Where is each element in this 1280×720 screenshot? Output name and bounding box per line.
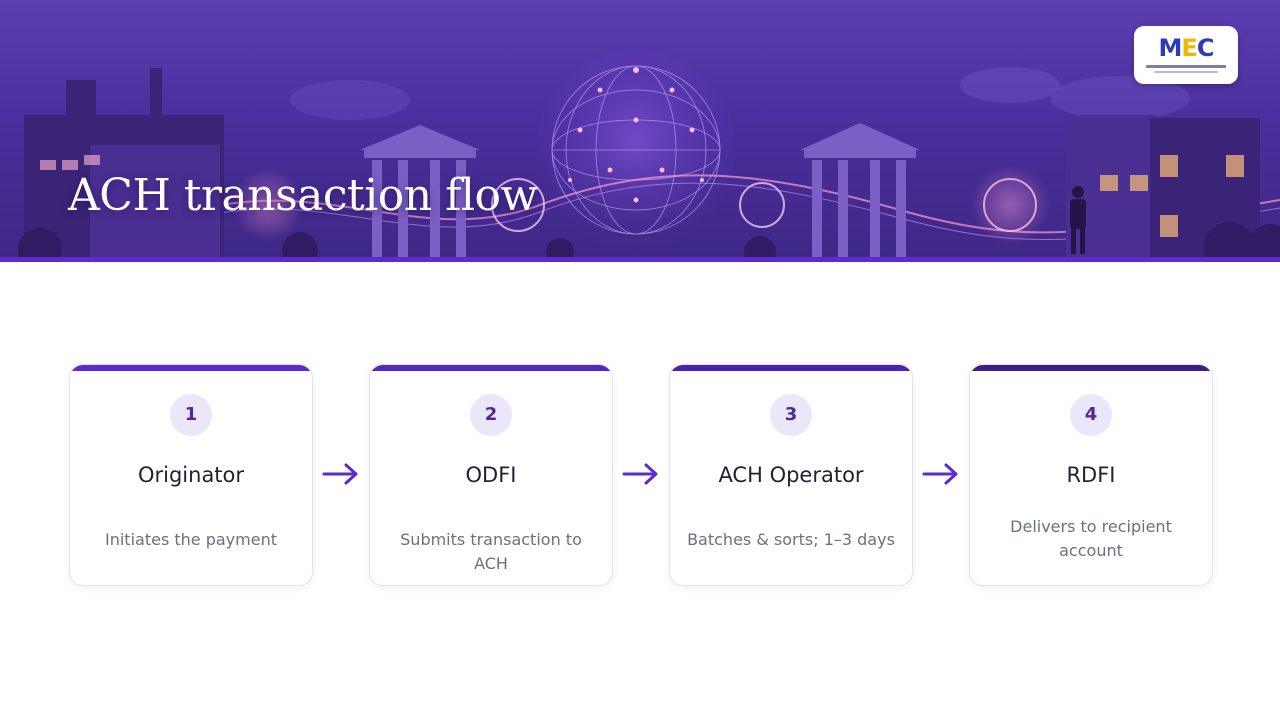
banner-illustration	[18, 50, 1280, 257]
page-title: ACH transaction flow	[68, 170, 538, 221]
step-description: Submits transaction to ACH	[400, 530, 582, 573]
logo-mark: MEC	[1158, 34, 1215, 62]
step-description: Delivers to recipient account	[1010, 517, 1172, 560]
step-number-badge: 3	[770, 394, 812, 436]
arrow-right-icon	[622, 463, 658, 485]
step-title: RDFI	[1066, 463, 1116, 487]
step-description: Initiates the payment	[105, 530, 277, 549]
logo-subtagline-bar	[1154, 71, 1218, 73]
step-card-accent-bar	[670, 365, 912, 371]
step-number-badge: 1	[170, 394, 212, 436]
step-card-accent-bar	[970, 365, 1212, 371]
step-card-ach-operator: 3 ACH Operator Batches & sorts; 1–3 days	[669, 364, 913, 586]
step-number-badge: 2	[470, 394, 512, 436]
step-card-originator: 1 Originator Initiates the payment	[69, 364, 313, 586]
banner-divider	[0, 257, 1280, 262]
step-title: ODFI	[465, 463, 517, 487]
company-logo: MEC	[1134, 26, 1238, 84]
arrow-right-icon	[322, 463, 358, 485]
step-card-accent-bar	[370, 365, 612, 371]
header-banner: ACH transaction flow MEC	[0, 0, 1280, 257]
step-number-badge: 4	[1070, 394, 1112, 436]
step-card-accent-bar	[70, 365, 312, 371]
step-card-odfi: 2 ODFI Submits transaction to ACH	[369, 364, 613, 586]
step-title: ACH Operator	[718, 463, 864, 487]
logo-tagline-bar	[1146, 65, 1226, 68]
step-description: Batches & sorts; 1–3 days	[687, 530, 895, 549]
step-card-rdfi: 4 RDFI Delivers to recipient account	[969, 364, 1213, 586]
arrow-right-icon	[922, 463, 958, 485]
step-title: Originator	[137, 463, 245, 487]
